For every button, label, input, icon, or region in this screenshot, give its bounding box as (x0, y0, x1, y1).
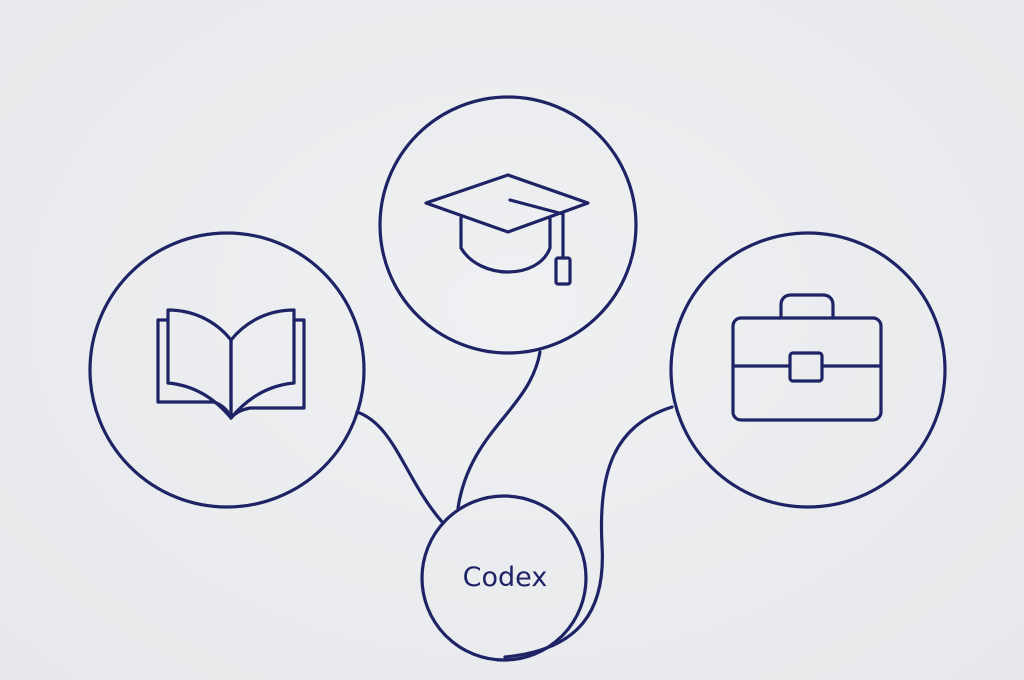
node-work-circle (669, 231, 947, 509)
hub-label: Codex (462, 562, 548, 593)
briefcase-icon (731, 293, 883, 422)
graduation-cap-icon (424, 173, 590, 286)
node-education-circle (378, 95, 638, 355)
node-book-circle (88, 231, 366, 509)
connector-work-to-hub (503, 405, 674, 659)
hub-circle (420, 494, 588, 662)
connector-book-to-hub (355, 410, 445, 525)
open-book-icon (156, 308, 306, 420)
connector-education-to-hub (456, 350, 542, 510)
